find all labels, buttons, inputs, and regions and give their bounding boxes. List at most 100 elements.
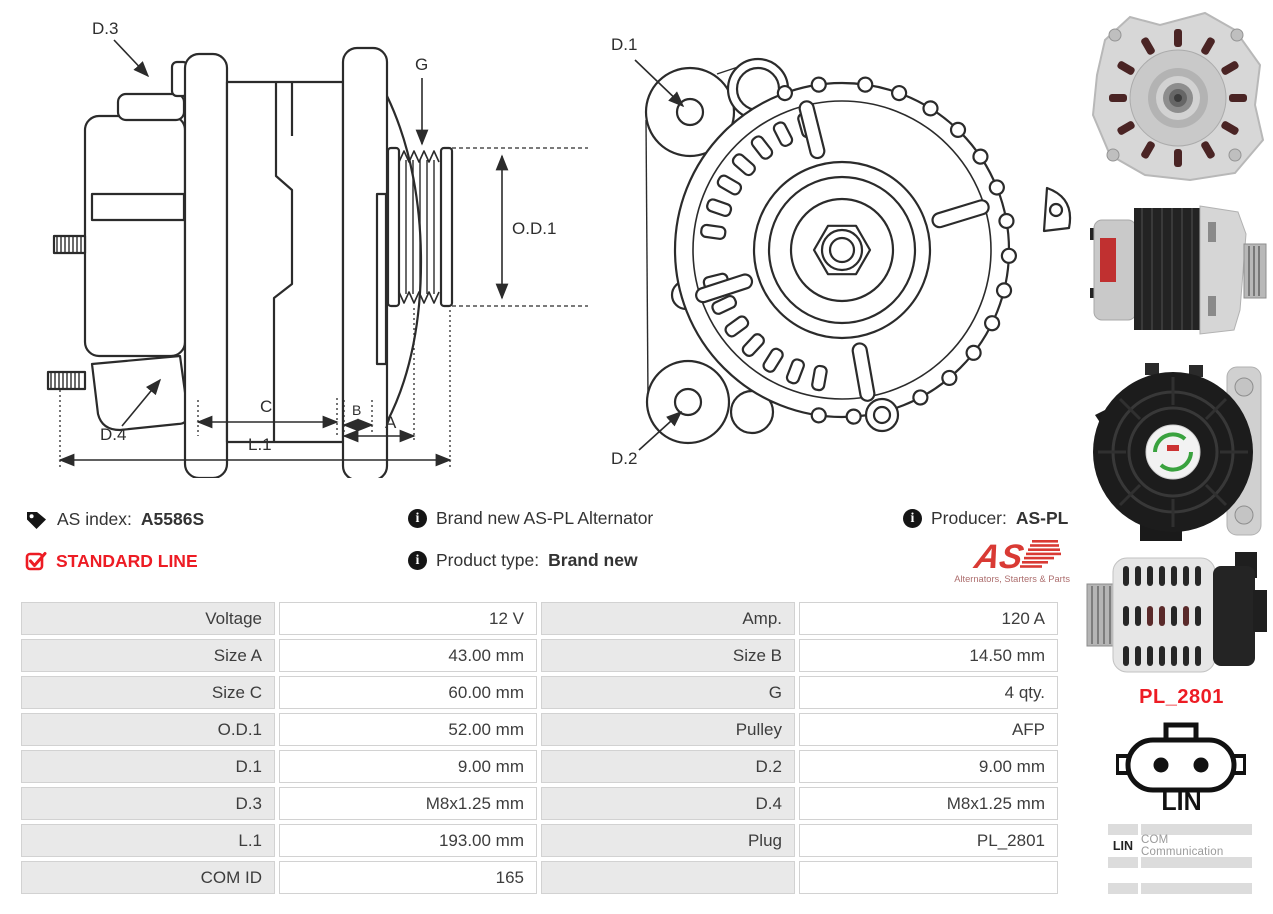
- checked-checkbox-icon: [25, 550, 47, 572]
- logo-stripes: [1020, 540, 1061, 568]
- table-row: Size A 43.00 mm Size B 14.50 mm: [21, 639, 1058, 672]
- info-icon: i: [408, 509, 427, 528]
- spec-value: M8x1.25 mm: [279, 787, 537, 820]
- legend-row-spacer: [1108, 857, 1252, 868]
- table-row: L.1 193.00 mm Plug PL_2801: [21, 824, 1058, 857]
- spec-value: 165: [279, 861, 537, 894]
- dim-label-c: C: [260, 397, 272, 416]
- spec-value: 14.50 mm: [799, 639, 1058, 672]
- info-icon: i: [408, 551, 427, 570]
- legend-row-spacer: [1108, 824, 1252, 835]
- table-row: D.1 9.00 mm D.2 9.00 mm: [21, 750, 1058, 783]
- spec-value: M8x1.25 mm: [799, 787, 1058, 820]
- table-row: O.D.1 52.00 mm Pulley AFP: [21, 713, 1058, 746]
- connector-pin-1: [1153, 757, 1169, 773]
- spec-label: D.2: [541, 750, 795, 783]
- spec-label: D.3: [21, 787, 275, 820]
- dimension-od1: O.D.1: [452, 147, 588, 307]
- as-index-value: A5586S: [140, 509, 205, 529]
- logo-tagline: Alternators, Starters & Parts: [954, 574, 1070, 584]
- table-row: Voltage 12 V Amp. 120 A: [21, 602, 1058, 635]
- as-pl-logo: AS Alternators, Starters & Parts: [940, 536, 1070, 586]
- dimension-d4: D.4: [100, 378, 162, 444]
- spec-value: 193.00 mm: [279, 824, 537, 857]
- spec-label: Size A: [21, 639, 275, 672]
- dim-label-l1: L.1: [248, 435, 272, 454]
- spec-value: PL_2801: [799, 824, 1058, 857]
- dimension-d1: D.1: [611, 35, 685, 108]
- table-row: COM ID 165: [21, 861, 1058, 894]
- spec-label: Plug: [541, 824, 795, 857]
- tag-icon: [25, 508, 48, 531]
- plug-pin-type: LIN: [1161, 788, 1202, 816]
- table-row: D.3 M8x1.25 mm D.4 M8x1.25 mm: [21, 787, 1058, 820]
- spec-value: 12 V: [279, 602, 537, 635]
- spec-label: Amp.: [541, 602, 795, 635]
- dimension-d3: D.3: [92, 19, 150, 78]
- alternator-rear-housing: [83, 92, 190, 432]
- dimension-g: G: [415, 55, 429, 146]
- spec-label: D.1: [21, 750, 275, 783]
- info-icon: i: [903, 509, 922, 528]
- spec-value: 43.00 mm: [279, 639, 537, 672]
- pulley-side-view: [386, 146, 454, 308]
- alternator-body: [170, 46, 423, 482]
- connector-body: [1125, 737, 1237, 793]
- spec-label: D.4: [541, 787, 795, 820]
- standard-line-badge: STANDARD LINE: [56, 550, 198, 571]
- dim-label-d2: D.2: [611, 449, 637, 468]
- as-index-label: AS index:: [57, 509, 132, 529]
- logo-as-text: AS: [971, 538, 1027, 576]
- product-photo-front[interactable]: [1085, 5, 1270, 190]
- dimension-d2: D.2: [611, 410, 683, 468]
- spec-value: 120 A: [799, 602, 1058, 635]
- dim-label-d1: D.1: [611, 35, 637, 54]
- spec-table: Voltage 12 V Amp. 120 A Size A 43.00 mm …: [17, 598, 1062, 898]
- spec-value: 9.00 mm: [799, 750, 1058, 783]
- info-row-1: AS index: A5586S i Brand new AS-PL Alter…: [0, 508, 1273, 536]
- legend-row-spacer: [1108, 883, 1252, 894]
- front-housing: [644, 57, 1072, 445]
- terminal-stud-bottom: [46, 370, 87, 391]
- dim-label-d4: D.4: [100, 425, 126, 444]
- spec-label: Size B: [541, 639, 795, 672]
- technical-drawing-front-view[interactable]: D.1 D.2: [595, 12, 1075, 472]
- product-type-item: i Product type: Brand new: [408, 550, 638, 571]
- plug-connector-drawing: [1115, 720, 1247, 800]
- spec-label: [541, 861, 795, 894]
- spec-label: G: [541, 676, 795, 709]
- as-index-item: AS index: A5586S: [25, 508, 204, 531]
- product-type-label: Product type:: [436, 550, 540, 570]
- spec-value: 9.00 mm: [279, 750, 537, 783]
- spec-label: Pulley: [541, 713, 795, 746]
- spec-value: 60.00 mm: [279, 676, 537, 709]
- spec-value: AFP: [799, 713, 1058, 746]
- product-photo-rear[interactable]: [1085, 355, 1270, 547]
- dim-label-b: B: [352, 402, 361, 418]
- mount-hole-d2: [673, 387, 703, 417]
- product-photo-side-right[interactable]: [1088, 192, 1268, 350]
- pin-legend: LIN COM Communication: [1108, 824, 1252, 897]
- spec-value: 52.00 mm: [279, 713, 537, 746]
- technical-drawing-side-view[interactable]: O.D.1 D.3 G D.4: [40, 8, 600, 482]
- legend-row: LIN COM Communication: [1108, 834, 1252, 858]
- producer-label: Producer:: [931, 508, 1007, 528]
- dimension-lines-bottom: C B A L.1: [58, 308, 452, 470]
- front-spokes: [695, 100, 990, 402]
- legend-key: LIN: [1112, 839, 1134, 853]
- product-photo-side-left[interactable]: [1085, 550, 1270, 682]
- terminal-stud-top: [52, 234, 87, 255]
- producer-item: i Producer: AS-PL: [903, 508, 1068, 529]
- spec-value: 4 qty.: [799, 676, 1058, 709]
- spec-label: Size C: [21, 676, 275, 709]
- spec-label: COM ID: [21, 861, 275, 894]
- spec-label: Voltage: [21, 602, 275, 635]
- brand-new-text: Brand new AS-PL Alternator: [436, 508, 654, 528]
- brand-new-item: i Brand new AS-PL Alternator: [408, 508, 653, 529]
- spec-label: L.1: [21, 824, 275, 857]
- dim-label-od1: O.D.1: [512, 219, 556, 238]
- dim-label-d3: D.3: [92, 19, 118, 38]
- dim-label-g: G: [415, 55, 428, 74]
- legend-value: COM Communication: [1141, 834, 1224, 858]
